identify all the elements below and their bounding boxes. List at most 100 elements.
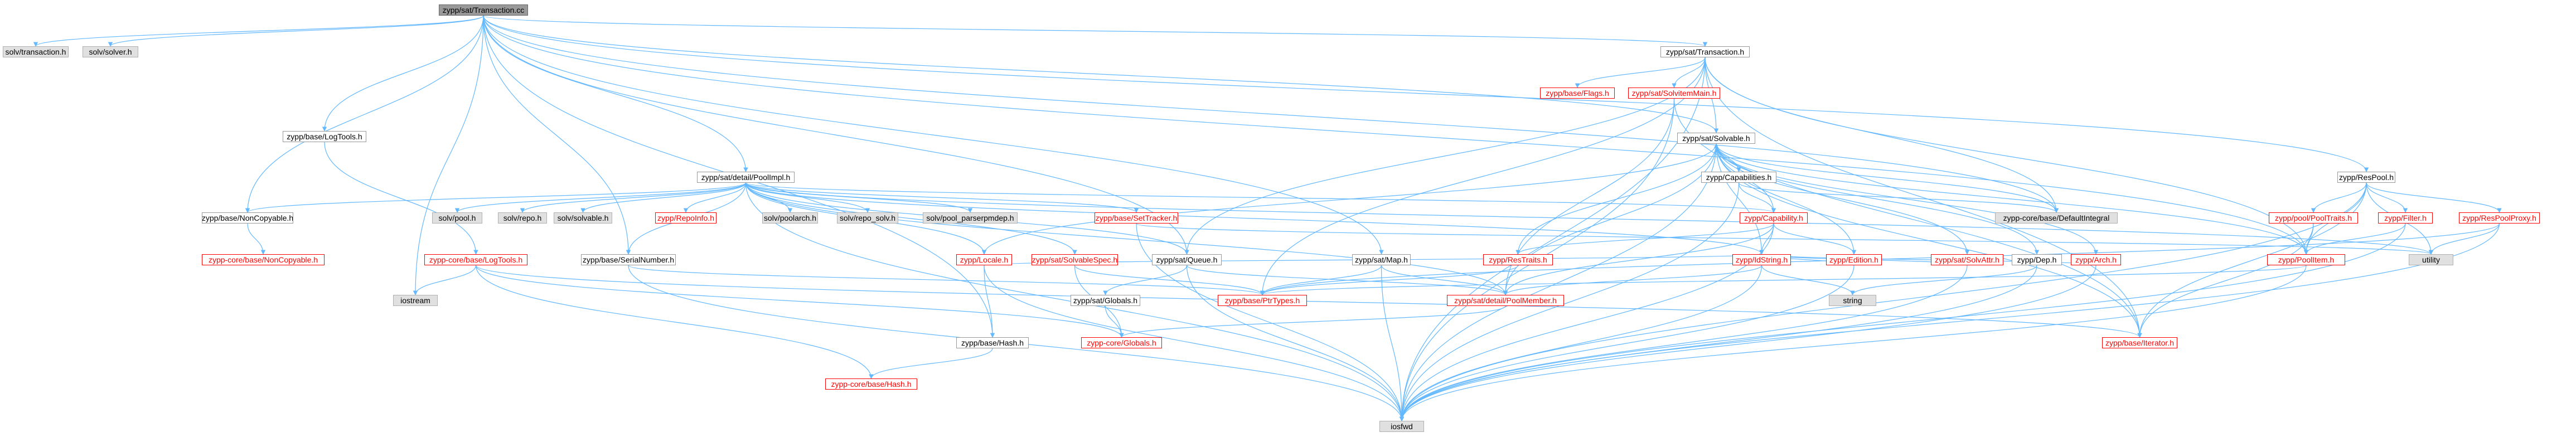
graph-node-core-defaultintegral[interactable]: zypp-core/base/DefaultIntegral <box>1995 212 2118 224</box>
graph-node-solv-repo-solv[interactable]: solv/repo_solv.h <box>837 212 898 224</box>
graph-node-sat-poolmember[interactable]: zypp/sat/detail/PoolMember.h <box>1447 295 1564 306</box>
edge-sat-poolimpl-to-repoinfo <box>683 182 747 213</box>
edge-sat-solvable-to-core-defaultintegral <box>1716 143 2059 213</box>
graph-node-sat-solvablespec[interactable]: zypp/sat/SolvableSpec.h <box>1032 254 1118 265</box>
graph-node-base-iterator[interactable]: zypp/base/Iterator.h <box>2102 337 2177 348</box>
edge-sat-queue-to-iosfwd <box>1186 265 1405 421</box>
edge-respoolproxy-to-iosfwd <box>1399 223 2500 421</box>
graph-node-dep[interactable]: zypp/Dep.h <box>2012 254 2062 265</box>
edge-sat-transaction-to-sat-solvitemmain <box>1672 57 1706 88</box>
edge-capabilities-to-iosfwd <box>1399 182 1740 421</box>
graph-node-base-noncopyable[interactable]: zypp/base/NonCopyable.h <box>202 212 293 224</box>
edge-sat-poolimpl-to-sat-solvablespec <box>745 182 1077 255</box>
edge-root-to-core-defaultintegral <box>483 15 2059 213</box>
edge-sat-solvable-to-arch <box>1716 143 2099 255</box>
graph-node-solv-repo[interactable]: solv/repo.h <box>498 212 547 224</box>
graph-node-root[interactable]: zypp/sat/Transaction.cc <box>439 4 528 16</box>
edge-poolitem-to-sat-solvable <box>1713 143 2307 255</box>
edge-respool-to-filter <box>2366 182 2408 213</box>
edge-sat-globals-to-core-globals <box>1105 305 1124 338</box>
edge-root-to-sat-poolimpl <box>483 15 748 172</box>
edge-root-to-sat-transaction <box>483 15 1707 47</box>
graph-node-iostream[interactable]: iostream <box>393 295 438 306</box>
graph-node-poolitem[interactable]: zypp/PoolItem.h <box>2267 254 2345 265</box>
graph-node-arch[interactable]: zypp/Arch.h <box>2071 254 2121 265</box>
graph-node-locale[interactable]: zypp/Locale.h <box>956 254 1012 265</box>
edge-respoolproxy-to-utility <box>2428 223 2500 255</box>
graph-node-base-serialnumber[interactable]: zypp/base/SerialNumber.h <box>581 254 676 265</box>
edge-sat-solvable-to-edition <box>1716 143 1857 255</box>
edge-sat-poolimpl-to-sat-poolmember <box>745 182 1508 295</box>
edge-sat-poolimpl-to-capability <box>745 182 1776 213</box>
edge-base-settracker-to-utility <box>1136 223 2433 255</box>
edge-poolitem-to-base-ptrtypes <box>1260 265 2307 295</box>
graph-node-base-flags[interactable]: zypp/base/Flags.h <box>1540 88 1615 99</box>
graph-node-solv-transaction[interactable]: solv/transaction.h <box>3 46 69 57</box>
graph-node-idstring[interactable]: zypp/IdString.h <box>1732 254 1791 265</box>
graph-node-core-globals[interactable]: zypp-core/Globals.h <box>1081 337 1162 348</box>
edge-sat-poolimpl-to-solv-solvable <box>580 182 747 213</box>
graph-node-iosfwd[interactable]: iosfwd <box>1379 421 1424 432</box>
graph-node-solv-pool[interactable]: solv/pool.h <box>432 212 482 224</box>
graph-node-restraits[interactable]: zypp/ResTraits.h <box>1483 254 1553 265</box>
graph-node-sat-solvitemmain[interactable]: zypp/sat/SolvitemMain.h <box>1628 88 1720 99</box>
graph-node-core-hash[interactable]: zypp-core/base/Hash.h <box>825 378 917 390</box>
graph-node-respool[interactable]: zypp/ResPool.h <box>2337 172 2395 183</box>
edge-sat-queue-to-sat-globals <box>1103 265 1188 295</box>
edge-root-to-base-serialnumber <box>483 15 631 255</box>
graph-node-pool-pooltraits[interactable]: zypp/pool/PoolTraits.h <box>2269 212 2358 224</box>
graph-node-capabilities[interactable]: zypp/Capabilities.h <box>1701 172 1776 183</box>
graph-node-base-logtools[interactable]: zypp/base/LogTools.h <box>283 131 366 142</box>
edge-respool-to-base-iterator <box>2137 182 2367 338</box>
graph-node-string[interactable]: string <box>1829 295 1876 306</box>
graph-node-utility[interactable]: utility <box>2409 254 2453 265</box>
edge-core-logtools-to-core-hash <box>475 265 874 379</box>
graph-node-base-hash[interactable]: zypp/base/Hash.h <box>956 337 1029 348</box>
graph-node-capability[interactable]: zypp/Capability.h <box>1740 212 1808 224</box>
edge-sat-queue-to-sat-poolmember <box>1186 265 1508 295</box>
graph-node-core-noncopyable[interactable]: zypp-core/base/NonCopyable.h <box>202 254 325 265</box>
edge-sat-solvitemmain-to-base-iterator <box>1673 98 2142 338</box>
edge-respool-to-respoolproxy <box>2366 182 2502 213</box>
edge-edition-to-iosfwd <box>1399 265 1854 421</box>
graph-node-sat-map[interactable]: zypp/sat/Map.h <box>1352 254 1411 265</box>
graph-node-base-settracker[interactable]: zypp/base/SetTracker.h <box>1095 212 1178 224</box>
graph-node-repoinfo[interactable]: zypp/RepoInfo.h <box>655 212 716 224</box>
graph-node-sat-solvattr[interactable]: zypp/sat/SolvAttr.h <box>1931 254 2003 265</box>
graph-node-sat-solvable[interactable]: zypp/sat/Solvable.h <box>1677 133 1755 144</box>
graph-node-solv-solver[interactable]: solv/solver.h <box>83 46 138 57</box>
graph-node-core-logtools[interactable]: zypp-core/base/LogTools.h <box>424 254 527 265</box>
edge-sat-poolimpl-to-base-settracker <box>745 182 1139 213</box>
edge-root-to-poolitem <box>483 15 2309 255</box>
graph-node-sat-transaction[interactable]: zypp/sat/Transaction.h <box>1660 46 1750 57</box>
graph-node-sat-queue[interactable]: zypp/sat/Queue.h <box>1152 254 1222 265</box>
graph-node-sat-globals[interactable]: zypp/sat/Globals.h <box>1071 295 1140 306</box>
edge-poolitem-to-iosfwd <box>1399 265 2307 421</box>
graph-node-respoolproxy[interactable]: zypp/ResPoolProxy.h <box>2459 212 2540 224</box>
graph-node-sat-poolimpl[interactable]: zypp/sat/detail/PoolImpl.h <box>697 172 795 183</box>
edge-sat-solvable-to-iosfwd <box>1399 143 1717 421</box>
edge-pool-pooltraits-to-base-iterator <box>2137 223 2314 338</box>
edge-base-settracker-to-iosfwd <box>1136 223 1405 421</box>
graph-node-solv-poolarch[interactable]: solv/poolarch.h <box>762 212 818 224</box>
edge-sat-transaction-to-iosfwd <box>1399 57 1706 421</box>
graph-node-solv-solvable[interactable]: solv/solvable.h <box>554 212 612 224</box>
edge-base-hash-to-core-hash <box>869 348 993 379</box>
edge-capabilities-to-core-defaultintegral <box>1738 182 2059 213</box>
edge-sat-poolimpl-to-solv-pool <box>454 182 747 213</box>
graph-node-edition[interactable]: zypp/Edition.h <box>1826 254 1882 265</box>
edge-sat-map-to-base-ptrtypes <box>1260 265 1382 295</box>
edge-dep-to-iosfwd <box>1399 265 2037 421</box>
edge-restraits-to-base-ptrtypes <box>1260 265 1519 295</box>
graph-node-filter[interactable]: zypp/Filter.h <box>2378 212 2433 224</box>
edge-sat-solvable-to-sat-solvattr <box>1716 143 1970 255</box>
edge-sat-solvable-to-dep <box>1716 143 2040 255</box>
graph-node-solv-pool-parserpmdep[interactable]: solv/pool_parserpmdep.h <box>923 212 1018 224</box>
edge-capabilities-to-capability <box>1738 182 1776 213</box>
edge-respool-to-pool-pooltraits <box>2311 182 2367 213</box>
graph-node-base-ptrtypes[interactable]: zypp/base/PtrTypes.h <box>1218 295 1307 306</box>
edge-capability-to-edition <box>1773 223 1857 255</box>
edge-base-serialnumber-to-base-ptrtypes <box>628 265 1265 295</box>
